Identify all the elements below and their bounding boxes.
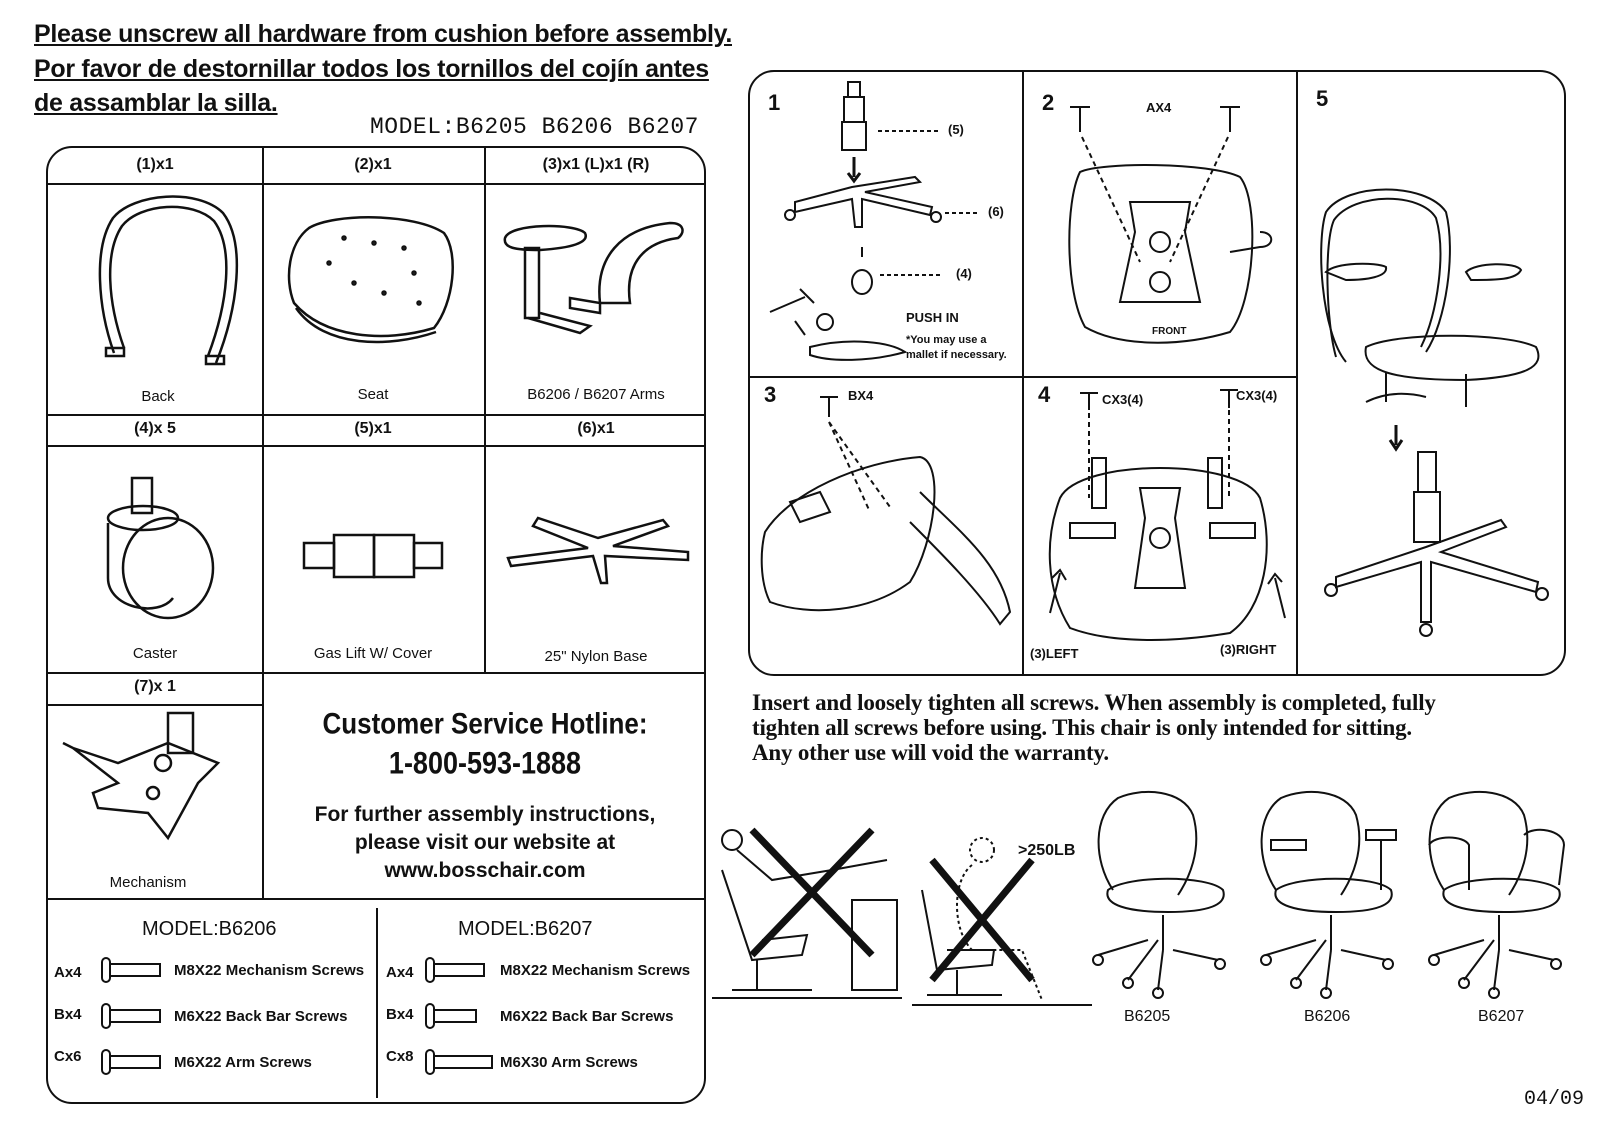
step-5-number: 5: [1316, 86, 1329, 111]
part-3-caption: B6206 / B6207 Arms: [527, 386, 665, 403]
step-3-illustration: [760, 392, 1020, 632]
part-6-caption: 25" Nylon Base: [544, 648, 648, 665]
chair-b6206-illustration: [1256, 790, 1406, 1000]
hw-code: Bx4: [54, 1006, 82, 1023]
hardware-model-b6206: MODEL:B6206: [142, 918, 277, 940]
base-illustration: [503, 508, 693, 588]
step-4-number: 4: [1038, 382, 1051, 407]
step-4-right-label: (3)RIGHT: [1220, 642, 1277, 657]
step-1-push-in: PUSH IN: [906, 310, 959, 325]
hardware-model-b6207: MODEL:B6207: [458, 918, 593, 940]
hw-desc: M6X30 Arm Screws: [500, 1054, 638, 1071]
step-1-illustration: [770, 77, 1010, 367]
hw-code: Ax4: [386, 964, 414, 981]
weight-limit-label: >250LB: [1018, 842, 1076, 859]
screw-icon: [102, 956, 162, 1086]
revision-date: 04/09: [1524, 1088, 1585, 1111]
step-5-illustration: [1306, 162, 1556, 662]
step-1-label-5: (5): [948, 122, 964, 137]
step-1-number: 1: [768, 90, 781, 115]
part-7-caption: Mechanism: [109, 874, 187, 891]
seat-illustration: [284, 208, 464, 348]
part-3-label: (3)x1 (L)x1 (R): [542, 156, 650, 173]
misuse-overweight-illustration: [912, 820, 1102, 1010]
hotline-phone: 1-800-593-1888: [388, 745, 582, 781]
step-1-note-2: mallet if necessary.: [906, 349, 1007, 361]
model-numbers: MODEL:B6205 B6206 B6207: [370, 114, 699, 140]
warning-line-1: Insert and loosely tighten all screws. W…: [752, 690, 1436, 715]
warning-line-2: tighten all screws before using. This ch…: [752, 715, 1412, 740]
screw-icon: [426, 956, 488, 1086]
part-4-caption: Caster: [132, 645, 178, 662]
step-4-hardware-left: CX3(4): [1102, 392, 1144, 407]
instruction-line-1: Please unscrew all hardware from cushion…: [34, 20, 732, 48]
hw-desc: M6X22 Back Bar Screws: [500, 1008, 674, 1025]
part-6-label: (6)x1: [577, 420, 615, 437]
hw-code: Bx4: [386, 1006, 414, 1023]
hw-code: Cx6: [54, 1048, 82, 1065]
chair-b6207-illustration: [1424, 790, 1574, 1000]
part-1-caption: Back: [141, 388, 175, 405]
assembly-steps: 1 (5) (6) (4) PUSH IN *You may use a mal…: [748, 70, 1566, 676]
part-1-label: (1)x1: [136, 156, 174, 173]
step-2-hardware: AX4: [1146, 100, 1172, 115]
step-3-hardware: BX4: [848, 388, 874, 403]
arms-illustration: [500, 208, 700, 348]
warning-line-3: Any other use will void the warranty.: [752, 740, 1109, 765]
warning-text: Insert and loosely tighten all screws. W…: [752, 690, 1572, 765]
caster-illustration: [98, 468, 218, 628]
hw-desc: M6X22 Arm Screws: [174, 1054, 312, 1071]
step-1-label-6: (6): [988, 204, 1004, 219]
model-label-b6205: B6205: [1124, 1008, 1171, 1025]
step-1-label-4: (4): [956, 266, 972, 281]
hotline-title: Customer Service Hotline:: [322, 705, 648, 741]
model-label-b6206: B6206: [1304, 1008, 1351, 1025]
step-2-illustration: [1060, 102, 1280, 347]
back-illustration: [88, 188, 248, 388]
hw-code: Cx8: [386, 1048, 414, 1065]
step-4-left-label: (3)LEFT: [1030, 646, 1079, 661]
part-2-label: (2)x1: [354, 156, 392, 173]
part-5-label: (5)x1: [354, 420, 392, 437]
hotline-line-1: For further assembly instructions,: [314, 803, 656, 826]
hw-desc: M8X22 Mechanism Screws: [500, 962, 691, 979]
hw-desc: M6X22 Back Bar Screws: [174, 1008, 348, 1025]
hotline-url[interactable]: www.bosschair.com: [384, 859, 586, 882]
mechanism-illustration: [68, 708, 248, 858]
hotline-line-2: please visit our website at: [354, 831, 616, 854]
step-4-illustration: [1030, 388, 1290, 648]
part-5-caption: Gas Lift W/ Cover: [313, 645, 433, 662]
step-3-number: 3: [764, 382, 777, 407]
misuse-leaning-illustration: [712, 820, 907, 1000]
part-2-caption: Seat: [357, 386, 389, 403]
step-1-note-1: *You may use a: [906, 334, 987, 346]
part-7-label: (7)x 1: [134, 678, 176, 695]
parts-table: (1)x1 (2)x1 (3)x1 (L)x1 (R) (4)x 5 (5)x1…: [46, 146, 706, 1104]
chair-b6205-illustration: [1088, 790, 1228, 1000]
hw-code: Ax4: [54, 964, 82, 981]
step-2-front: FRONT: [1152, 326, 1187, 337]
model-label-b6207: B6207: [1478, 1008, 1525, 1025]
step-2-number: 2: [1042, 90, 1055, 115]
step-4-hardware-right: CX3(4): [1236, 388, 1278, 403]
gas-lift-illustration: [304, 533, 444, 583]
instruction-line-3: de assamblar la silla.: [34, 89, 278, 117]
part-4-label: (4)x 5: [134, 420, 176, 437]
hw-desc: M8X22 Mechanism Screws: [174, 962, 365, 979]
instruction-line-2: Por favor de destornillar todos los torn…: [34, 55, 709, 83]
